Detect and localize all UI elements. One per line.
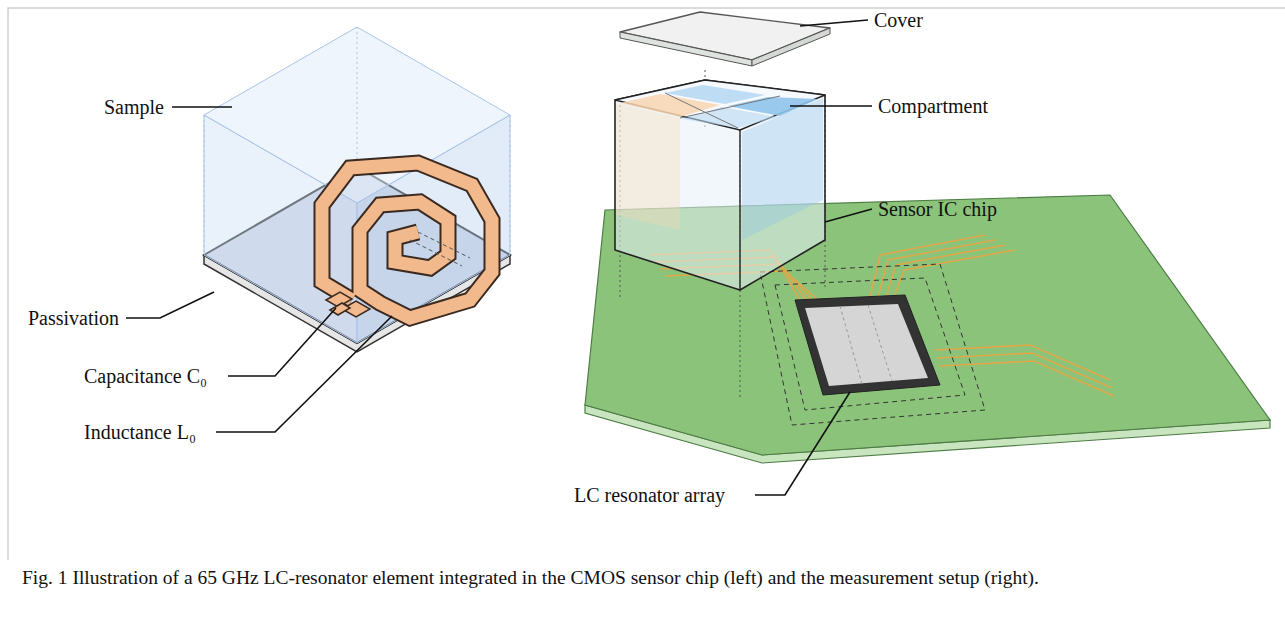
figure-caption: Fig. 1 Illustration of a 65 GHz LC-reson… (22, 566, 1262, 590)
chip-label: Sensor IC chip (878, 197, 997, 221)
inductance-label: Inductance L₀ (84, 420, 196, 444)
leader-lines (755, 20, 872, 495)
array-label: LC resonator array (574, 483, 725, 507)
compartment-label: Compartment (878, 94, 988, 118)
cover-label: Cover (874, 8, 923, 32)
sample-label: Sample (104, 95, 164, 119)
frame (8, 8, 1285, 560)
resonator-element (204, 27, 510, 352)
passivation-label: Passivation (28, 306, 119, 330)
measurement-setup (585, 12, 1270, 463)
capacitance-label: Capacitance C₀ (84, 364, 207, 388)
